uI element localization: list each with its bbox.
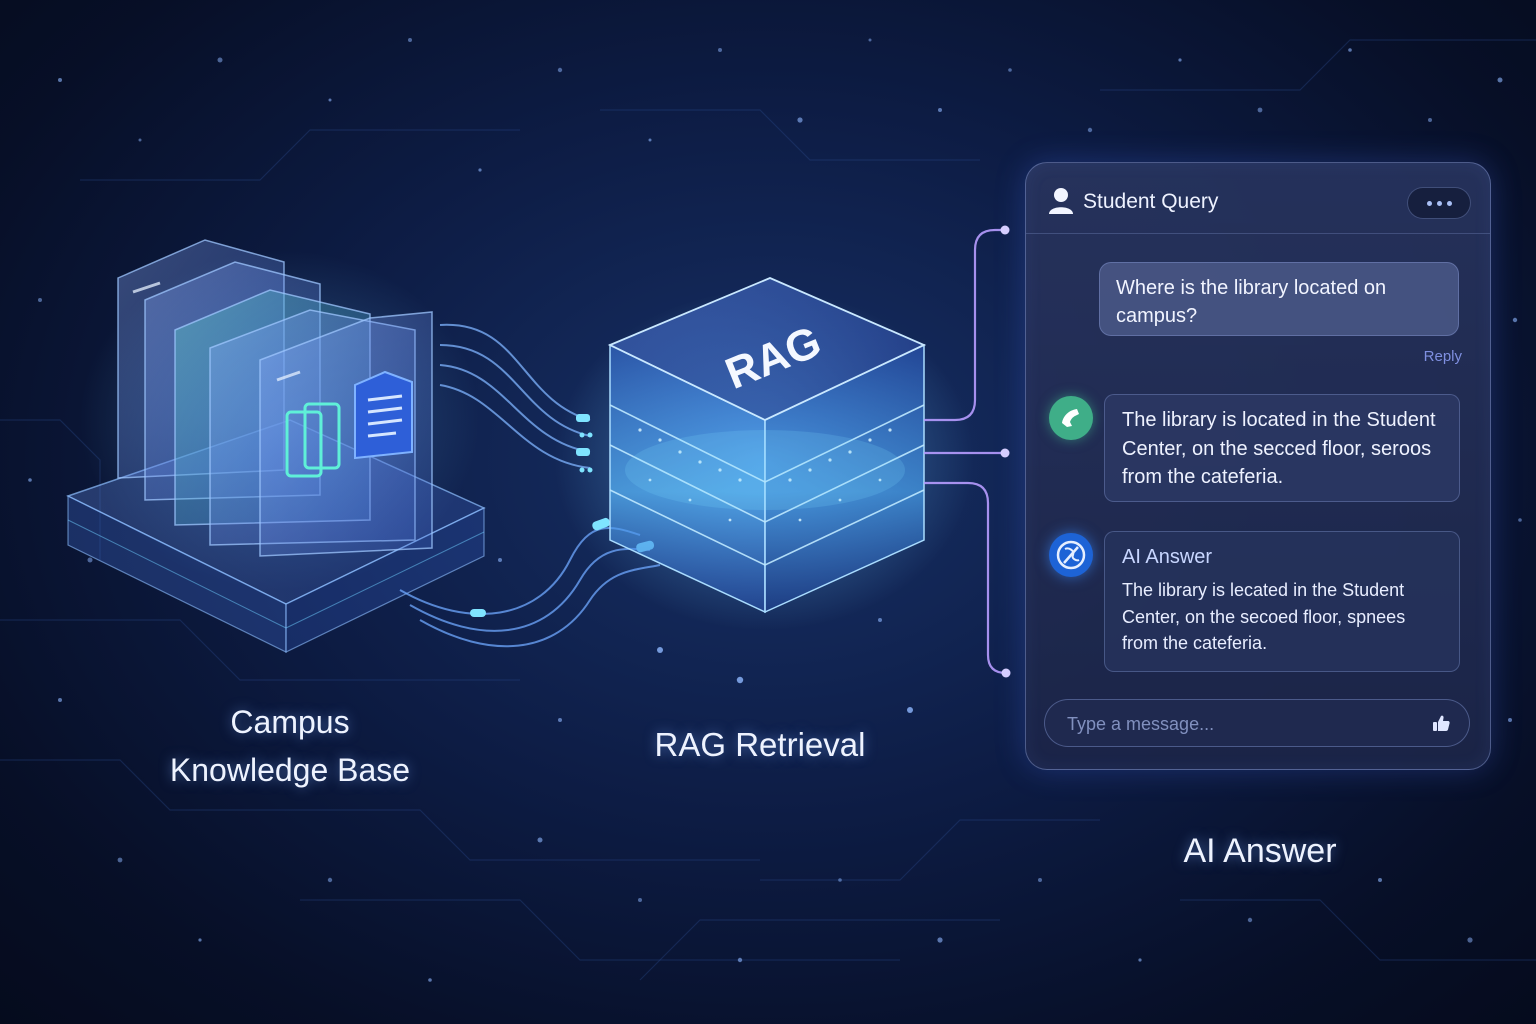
- caption-ai-answer: AI Answer: [1183, 832, 1337, 870]
- thumbs-up-icon[interactable]: [1431, 713, 1451, 733]
- file-list-icon: [354, 370, 413, 460]
- user-message: Where is the library located on campus?: [1099, 262, 1459, 336]
- ai-logo-icon: [1056, 540, 1086, 570]
- message-input-box: [1044, 699, 1470, 747]
- ai-avatar: [1049, 533, 1093, 577]
- document-icon: [285, 402, 341, 478]
- bot-message: The library is located in the Student Ce…: [1104, 394, 1460, 502]
- knowledge-base-illustration: [66, 239, 486, 653]
- more-options-button[interactable]: [1407, 187, 1471, 219]
- ai-answer-text: The library is lecated in the Student Ce…: [1122, 580, 1406, 653]
- caption-knowledge-base: Campus Knowledge Base: [140, 698, 440, 794]
- data-flow-lines: [399, 323, 661, 648]
- message-input[interactable]: [1065, 710, 1409, 738]
- ai-answer-title: AI Answer: [1122, 546, 1213, 568]
- rag-cube: RAG: [607, 277, 927, 614]
- user-icon: [1049, 188, 1073, 214]
- reply-link[interactable]: Reply: [1423, 348, 1462, 365]
- caption-kb-line1: Campus: [230, 704, 350, 740]
- circuit-traces: [0, 39, 1536, 981]
- chat-header: Student Query: [1026, 163, 1490, 234]
- caption-kb-line2: Knowledge Base: [169, 752, 411, 788]
- chat-panel: Student Query Where is the library locat…: [1025, 162, 1491, 770]
- chat-title: Student Query: [1083, 190, 1219, 213]
- bot-avatar: [1049, 396, 1093, 440]
- more-icon: [1426, 200, 1432, 206]
- connector-dots: [1000, 225, 1011, 678]
- phone-icon: [1062, 409, 1079, 427]
- connector-lines: [924, 228, 1007, 675]
- folder-cards: [117, 239, 433, 557]
- caption-rag-retrieval: RAG Retrieval: [654, 726, 866, 763]
- ai-answer-card: AI Answer The library is lecated in the …: [1104, 531, 1460, 672]
- particles: [28, 38, 1522, 982]
